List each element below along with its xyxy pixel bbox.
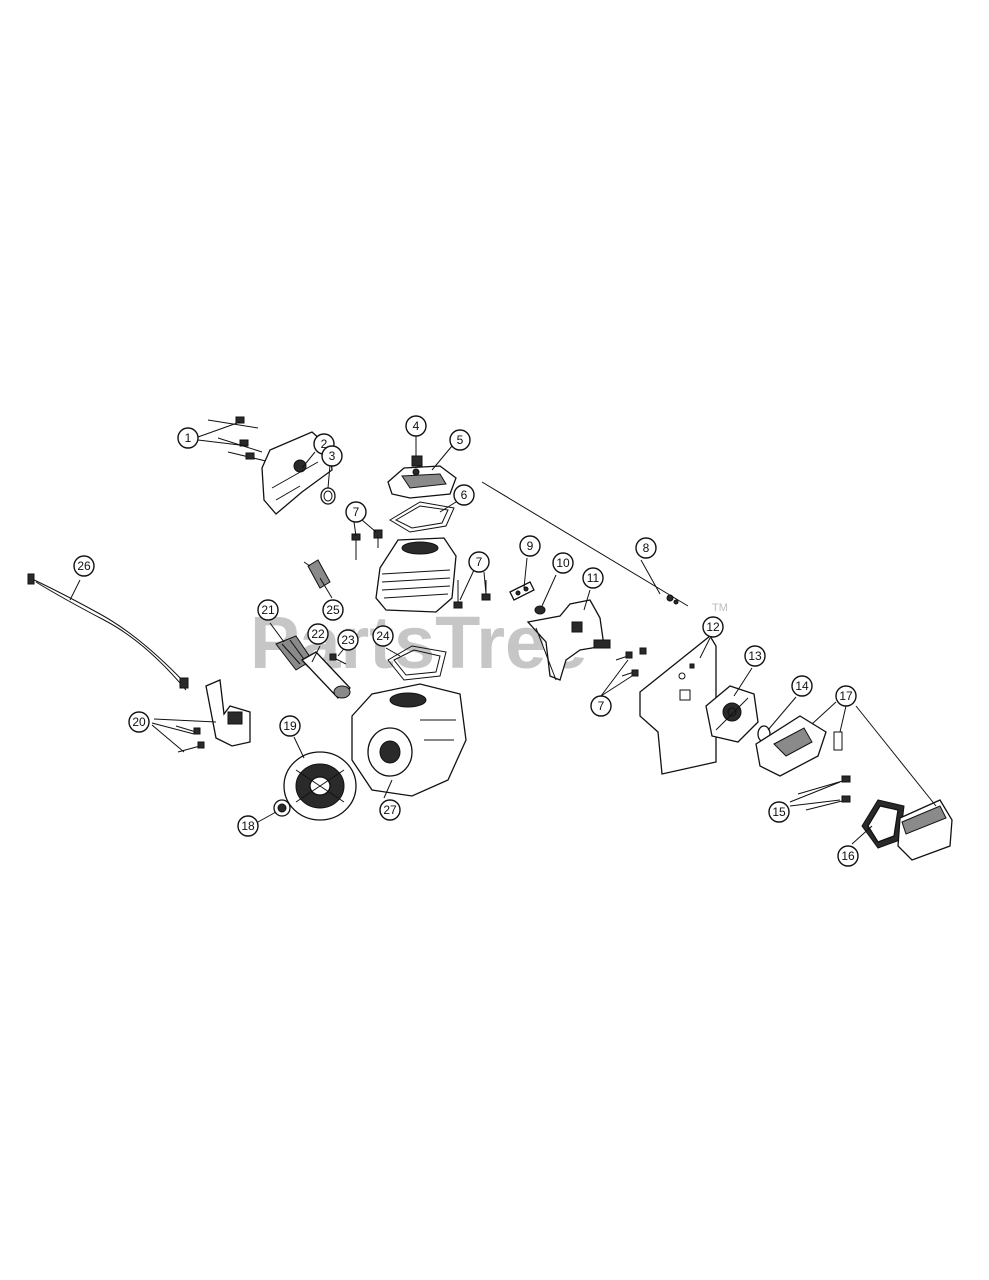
callout-26: 26 — [73, 555, 95, 577]
callout-27-label: 27 — [383, 803, 397, 817]
part-cable-26 — [27, 573, 189, 691]
callout-19-label: 19 — [283, 719, 297, 733]
callout-13-label: 13 — [748, 649, 762, 663]
callout-13: 13 — [744, 645, 766, 667]
part-heat-shield-12 — [639, 635, 717, 775]
callout-5: 5 — [449, 429, 471, 451]
callout-11-label: 11 — [587, 571, 600, 585]
callout-23-label: 23 — [341, 633, 355, 647]
part-spark-plug-25 — [303, 559, 331, 589]
callout-3-label: 3 — [329, 449, 336, 463]
watermark-text: PartsTree — [250, 601, 587, 684]
part-gasket-24 — [387, 645, 447, 681]
part-bracket-11 — [526, 599, 611, 681]
part-carburetor-13 — [705, 685, 759, 743]
watermark-trademark: TM — [712, 602, 728, 614]
callout-25: 25 — [322, 599, 344, 621]
callout-20-label: 20 — [132, 715, 146, 729]
callout-15-label: 15 — [772, 805, 786, 819]
callout-5-label: 5 — [457, 433, 464, 447]
callout-24-label: 24 — [376, 629, 390, 643]
part-plate-9 — [509, 581, 535, 601]
part-filter-cover-17 — [897, 799, 953, 861]
callout-2-label: 2 — [321, 437, 328, 451]
callout-16: 16 — [837, 845, 859, 867]
callout-8: 8 — [635, 537, 657, 559]
callout-7-lower: 7 — [590, 695, 612, 717]
callout-1-label: 1 — [185, 431, 192, 445]
callout-23: 23 — [337, 629, 359, 651]
callout-21: 21 — [257, 599, 279, 621]
part-pin-23 — [329, 653, 347, 665]
callout-9-label: 9 — [527, 539, 534, 553]
callout-1: 1 — [177, 427, 199, 449]
callout-27: 27 — [379, 799, 401, 821]
callout-17-label: 17 — [839, 689, 853, 703]
callout-7-top: 7 — [345, 501, 367, 523]
callout-18-label: 18 — [241, 819, 255, 833]
callout-8-label: 8 — [643, 541, 650, 555]
callout-24: 24 — [372, 625, 394, 647]
callout-7-right-label: 7 — [476, 555, 483, 569]
callout-15: 15 — [768, 801, 790, 823]
part-washer-10 — [534, 605, 546, 615]
part-flywheel-19 — [283, 751, 357, 821]
callout-10-label: 10 — [556, 556, 570, 570]
part-ignition-coil-20 — [175, 679, 251, 753]
callout-12: 12 — [702, 616, 724, 638]
callouts: 1 2 3 4 5 6 7 7 7 8 9 10 11 12 13 14 15 … — [73, 415, 859, 867]
callout-7-lower-label: 7 — [598, 699, 605, 713]
part-gasket-6 — [389, 501, 455, 533]
callout-4-label: 4 — [413, 419, 420, 433]
part-crankcase-27 — [351, 683, 467, 797]
leader-lines — [69, 421, 937, 845]
callout-22-label: 22 — [311, 627, 325, 641]
callout-18: 18 — [237, 815, 259, 837]
callout-3: 3 — [321, 445, 343, 467]
callout-4: 4 — [405, 415, 427, 437]
part-nut-18 — [273, 799, 291, 817]
callout-20: 20 — [128, 711, 150, 733]
part-tube-22 — [300, 651, 351, 699]
callout-14: 14 — [791, 675, 813, 697]
part-cylinder — [375, 537, 457, 613]
part-nut-4 — [411, 455, 423, 467]
callout-7-right: 7 — [468, 551, 490, 573]
callout-16-label: 16 — [841, 849, 855, 863]
part-oring-3 — [320, 487, 336, 505]
part-filter-16 — [861, 799, 905, 849]
callout-22: 22 — [307, 623, 329, 645]
callout-14-label: 14 — [795, 679, 809, 693]
callout-11: 11 — [582, 567, 604, 589]
callout-17: 17 — [835, 685, 857, 707]
part-air-filter-base-17 — [755, 715, 843, 777]
callout-10: 10 — [552, 552, 574, 574]
part-cylinder-cover-5 — [387, 465, 457, 499]
callout-9: 9 — [519, 535, 541, 557]
part-bolts-15 — [797, 775, 851, 811]
callout-25-label: 25 — [326, 603, 340, 617]
part-screws-7c — [615, 647, 647, 677]
part-bolts-7a — [351, 529, 383, 560]
part-screws-1 — [207, 416, 271, 463]
callout-6: 6 — [453, 484, 475, 506]
callout-6-label: 6 — [461, 488, 468, 502]
callout-19: 19 — [279, 715, 301, 737]
callout-21-label: 21 — [261, 603, 275, 617]
part-rod-8 — [481, 481, 689, 607]
callout-12-label: 12 — [706, 620, 720, 634]
partstree-watermark: PartsTree TM — [250, 601, 728, 684]
callout-7-top-label: 7 — [353, 505, 360, 519]
callout-26-label: 26 — [77, 559, 91, 573]
